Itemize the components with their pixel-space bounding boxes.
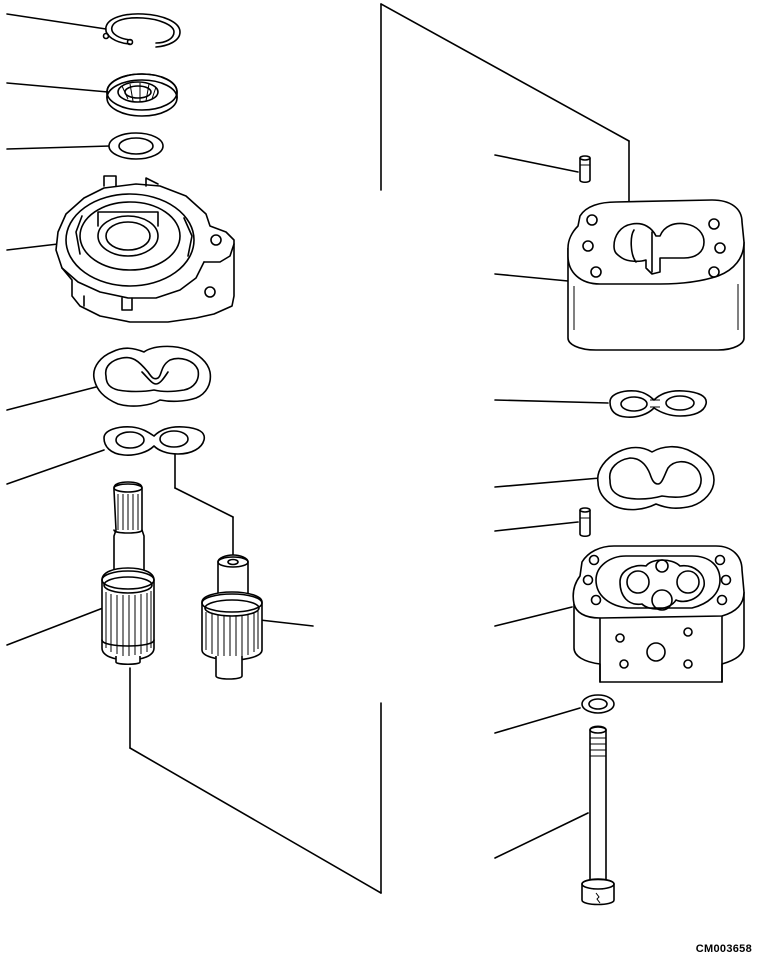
cap-bolt	[581, 725, 615, 906]
gasket-right	[596, 445, 715, 511]
seal-plate-right	[609, 390, 708, 418]
rear-cover	[572, 545, 745, 683]
callout-leaders	[6, 13, 609, 859]
drawing-code: CM003658	[695, 943, 752, 955]
ball-bearing	[106, 73, 178, 117]
dowel-pin-upper	[579, 155, 591, 184]
assembly-reference-lines	[129, 3, 630, 894]
driven-gear	[201, 554, 263, 680]
dowel-pin-lower	[579, 507, 591, 538]
drive-gear-shaft	[101, 481, 155, 666]
snap-ring	[102, 13, 181, 48]
gear-housing-body	[567, 199, 745, 351]
gasket-left	[92, 345, 212, 407]
small-washer	[581, 694, 615, 714]
flat-washer	[108, 132, 164, 160]
front-cover-housing	[55, 175, 235, 323]
seal-plate-left	[103, 426, 206, 456]
